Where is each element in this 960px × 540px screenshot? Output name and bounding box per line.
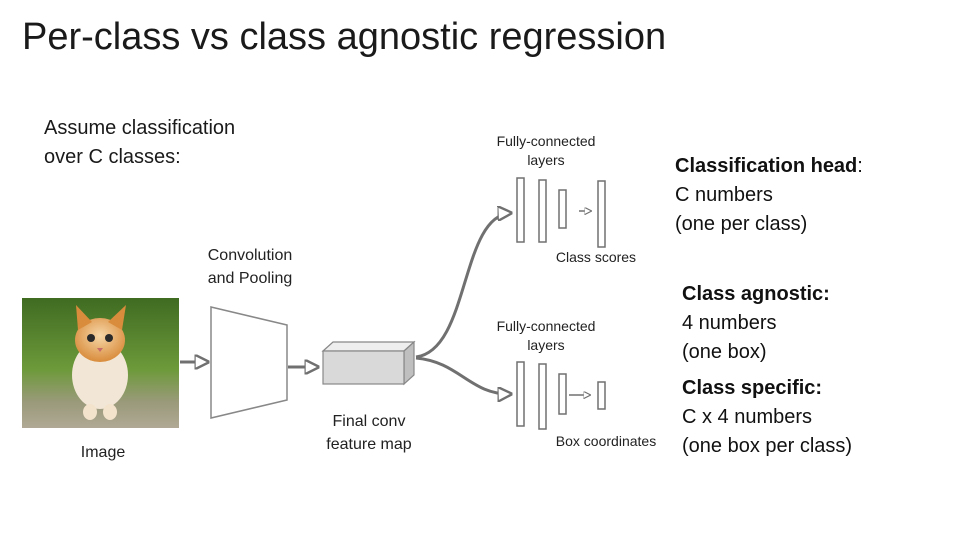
- fc-top-layer-2: [538, 179, 547, 243]
- classification-head-title: Classification head: [675, 155, 858, 177]
- fc-top-layer-1: [516, 177, 525, 243]
- kitten-left-eye: [87, 334, 95, 342]
- class-specific-line-3: (one box per class): [682, 435, 853, 457]
- image-label: Image: [80, 444, 126, 461]
- fc-top-label-line-1: Fully-connected: [496, 133, 596, 149]
- fc-bottom-label: Fully-connected layers: [486, 317, 606, 355]
- class-agnostic-title: Class agnostic:: [682, 283, 830, 305]
- assumption-line-2: over C classes:: [44, 146, 181, 168]
- arrow-featuremap-to-box-head: [415, 356, 511, 394]
- box-coordinates-label: Box coordinates: [555, 433, 657, 449]
- fc-bottom-layer-2: [538, 363, 547, 430]
- fc-layers-bottom: [516, 361, 606, 430]
- feature-label-line-2: feature map: [326, 436, 412, 453]
- fc-bottom-label-line-1: Fully-connected: [496, 318, 596, 334]
- fc-bottom-label-line-2: layers: [527, 337, 565, 353]
- conv-label-line-2: and Pooling: [207, 270, 293, 287]
- kitten-image: [22, 298, 179, 428]
- class-specific-title: Class specific:: [682, 377, 823, 399]
- classification-head-text: Classification head: C numbers (one per …: [675, 152, 863, 239]
- kitten-right-ear: [108, 305, 126, 330]
- box-coordinates-layer: [597, 381, 606, 410]
- classification-head-line-2: C numbers: [675, 184, 773, 206]
- assumption-line-1: Assume classification: [44, 117, 236, 139]
- classification-head-colon: :: [857, 155, 863, 177]
- kitten-head: [75, 318, 125, 362]
- class-agnostic-text: Class agnostic: 4 numbers (one box): [682, 280, 830, 367]
- fc-top-layer-3: [558, 189, 567, 229]
- class-agnostic-line-2: 4 numbers: [682, 312, 777, 334]
- kitten-left-ear: [76, 305, 92, 330]
- kitten-nose: [97, 348, 103, 352]
- fc-top-label-line-2: layers: [527, 152, 565, 168]
- conv-pooling-block: [210, 306, 288, 419]
- class-specific-heading: Class specific:: [682, 374, 852, 403]
- fc-top-label: Fully-connected layers: [486, 132, 606, 170]
- feature-label-line-1: Final conv: [332, 413, 406, 430]
- feature-map-label: Final conv feature map: [304, 410, 434, 456]
- class-specific-line-2: C x 4 numbers: [682, 406, 813, 428]
- class-scores-label: Class scores: [555, 249, 637, 265]
- page-title: Per-class vs class agnostic regression: [22, 16, 667, 58]
- fc-bottom-layer-1: [516, 361, 525, 427]
- classification-head-heading: Classification head:: [675, 152, 863, 181]
- fc-layers-top: [516, 177, 606, 248]
- feature-map-cube: [321, 340, 416, 386]
- arrow-featuremap-to-class-head: [415, 213, 511, 359]
- class-specific-text: Class specific: C x 4 numbers (one box p…: [682, 374, 852, 461]
- kitten-left-paw: [83, 404, 97, 420]
- kitten-right-paw: [103, 404, 117, 420]
- kitten-right-eye: [105, 334, 113, 342]
- class-scores-layer: [597, 180, 606, 248]
- classification-head-line-3: (one per class): [675, 213, 808, 235]
- fc-bottom-layer-3: [558, 373, 567, 415]
- conv-pooling-label: Convolution and Pooling: [185, 244, 315, 290]
- class-agnostic-heading: Class agnostic:: [682, 280, 830, 309]
- conv-label-line-1: Convolution: [207, 247, 293, 264]
- class-agnostic-line-3: (one box): [682, 341, 767, 363]
- assumption-text: Assume classification over C classes:: [44, 114, 235, 172]
